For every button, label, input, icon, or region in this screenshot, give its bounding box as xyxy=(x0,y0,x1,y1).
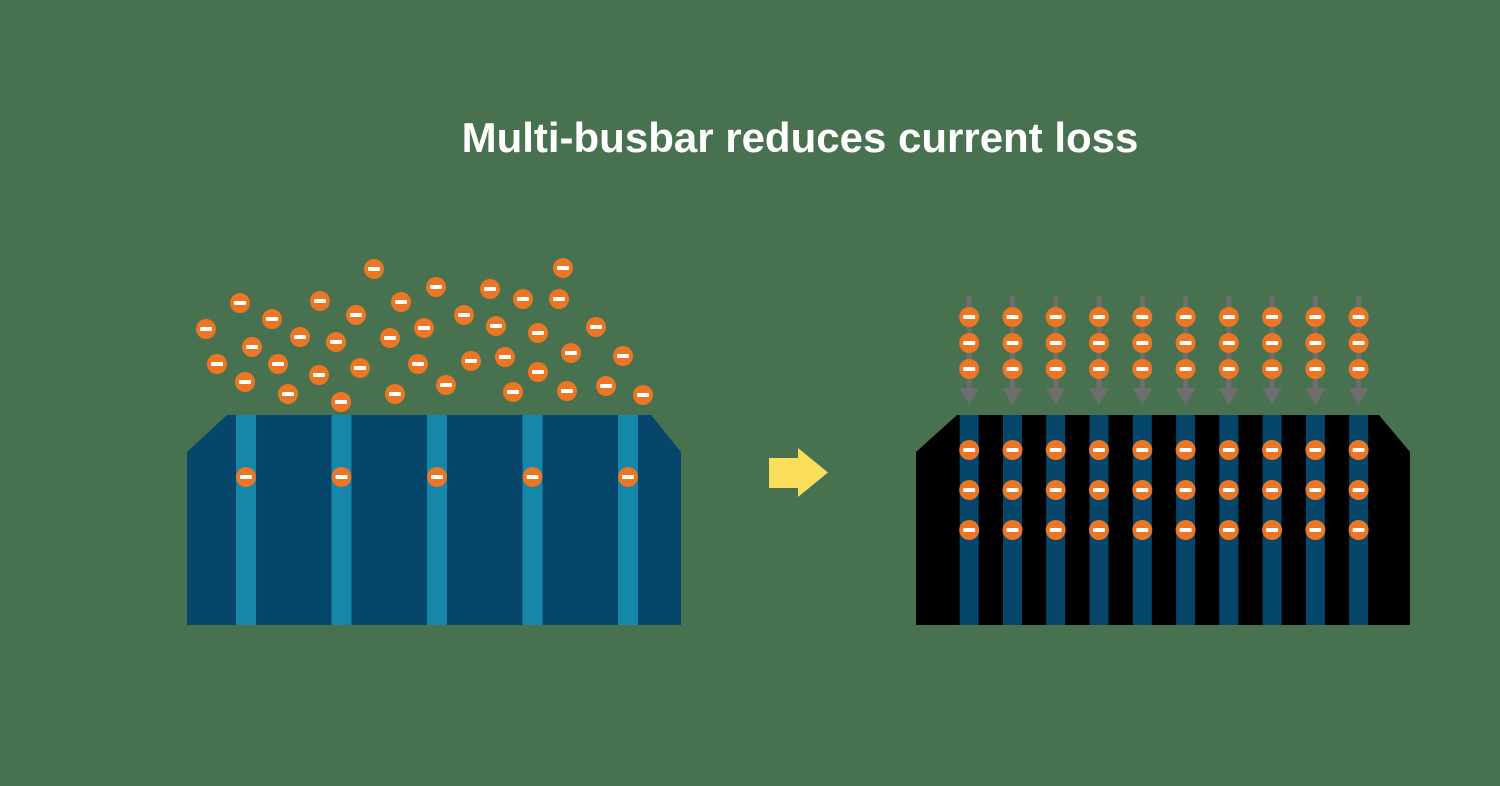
svg-text:Multi-busbar reduces current l: Multi-busbar reduces current loss xyxy=(462,114,1139,161)
